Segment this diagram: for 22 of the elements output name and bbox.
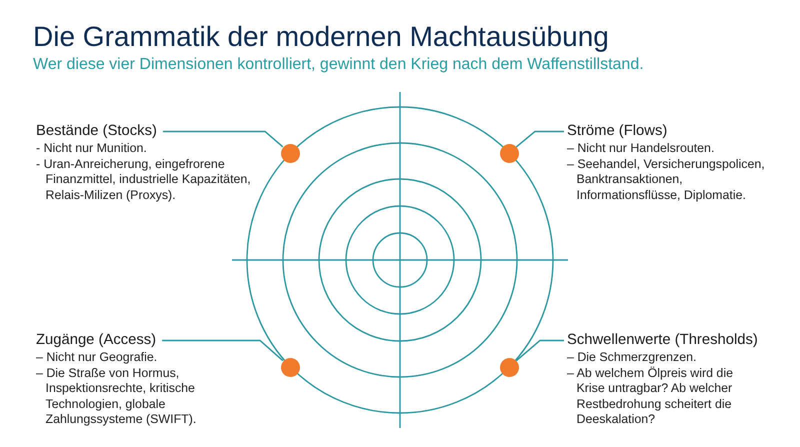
leader-line [516, 340, 564, 362]
leader-line [162, 130, 284, 148]
bullet-text: – Ab welchem Ölpreis wird die Krise untragbar? Ab welcher Restbedrohung scheitert die Deeskalation? [567, 366, 734, 428]
marker-dot [500, 144, 518, 162]
bullet-text: – Nicht nur Geografie. [36, 350, 158, 366]
title: Die Grammatik der modernen Machtausübung [33, 21, 609, 53]
marker-dot [280, 358, 300, 376]
bullet-text: – Die Schmerzgrenzen. [567, 350, 698, 366]
marker-dot [500, 358, 518, 376]
section-heading: Schwellenwerte (Thresholds) [567, 331, 758, 350]
leader-line [516, 130, 564, 148]
section-heading: Zugänge (Access) [36, 331, 156, 350]
marker-dot [280, 144, 300, 162]
bullet-text: - Uran-Anreicherung, eingefrorene Finanzmittel, industrielle Kapazitäten, Relais-Milizen (Proxys). [36, 156, 252, 203]
leader-line [162, 340, 284, 362]
subtitle: Wer diese vier Dimensionen kontrolliert, gewinnt den Krieg nach dem Waffenstillstand. [33, 55, 644, 75]
section-heading: Ströme (Flows) [567, 122, 668, 141]
bullet-text: – Nicht nur Handelsrouten. [567, 141, 716, 156]
section-heading: Bestände (Stocks) [36, 122, 157, 141]
bullet-text: - Nicht nur Munition. [36, 141, 148, 156]
bullet-text: – Seehandel, Versicherungspolicen, Banktransaktionen, Informationsflüsse, Diplomatie. [567, 156, 766, 203]
bullet-text: – Die Straße von Hormus, Inspektionsrechte, kritische Technologien, globale Zahlungssysteme (SWIFT). [36, 366, 198, 428]
